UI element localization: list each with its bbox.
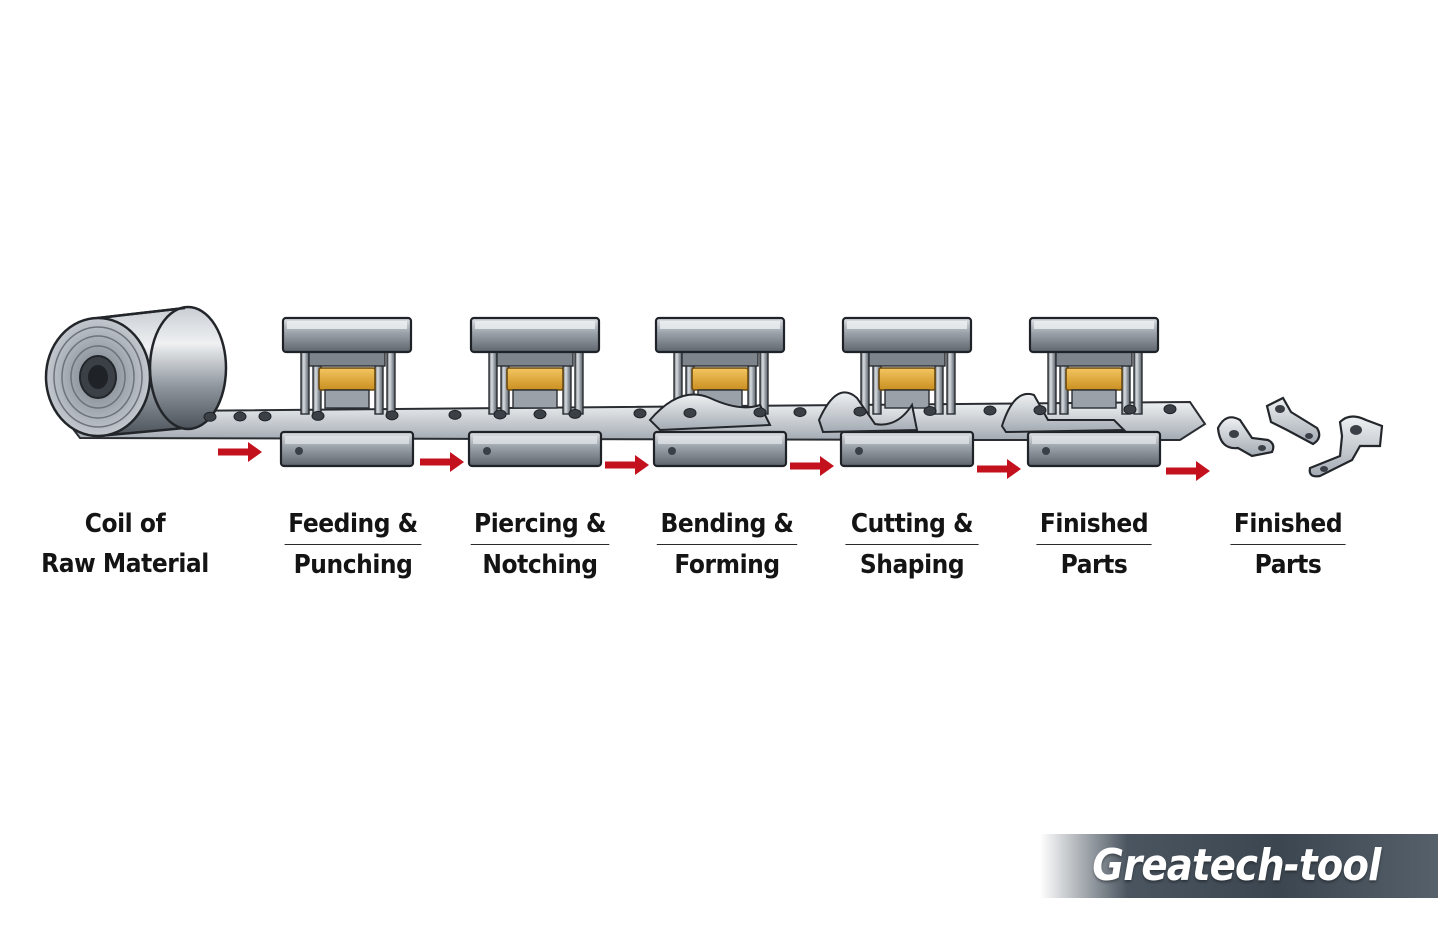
stage-label-line1: Finished	[1036, 504, 1152, 545]
bending-forming-press	[648, 316, 788, 468]
flow-arrow-6	[1166, 461, 1210, 481]
strip-hole	[1163, 404, 1177, 415]
strip-hole	[533, 409, 547, 420]
strip-hole	[923, 406, 937, 417]
feeding-punching-press	[279, 316, 415, 468]
strip-hole	[203, 411, 217, 422]
stage-label-line1: Coil of	[84, 509, 166, 539]
stage-label-line2: Parts	[1060, 550, 1128, 580]
stage-label-line1: Finished	[1230, 504, 1346, 545]
stage-label-line2: Punching	[293, 550, 413, 580]
stage-label-line1: Bending &	[656, 504, 798, 545]
stage-label-line1: Feeding &	[284, 504, 422, 545]
stage-label-finished-parts-station: Finished Parts	[1036, 504, 1152, 585]
strip-hole	[233, 411, 247, 422]
stage-label-feeding-punching: Feeding & Punching	[284, 504, 422, 585]
stage-label-cutting-shaping: Cutting & Shaping	[845, 504, 979, 585]
watermark-banner: Greatech-tool	[1040, 834, 1438, 898]
watermark-text: Greatech-tool	[1091, 840, 1381, 891]
stage-label-line2: Notching	[482, 550, 598, 580]
flow-arrow-1	[218, 442, 262, 462]
stage-label-line2: Forming	[674, 550, 780, 580]
finished-part-2	[1265, 396, 1321, 446]
coil-of-raw-material	[44, 305, 228, 438]
strip-hole	[683, 407, 697, 418]
strip-hole	[1033, 405, 1047, 416]
piercing-notching-press	[467, 316, 603, 468]
finished-part-3	[1308, 415, 1384, 478]
strip-hole	[793, 407, 807, 418]
flow-arrow-2	[420, 452, 464, 472]
strip-hole	[311, 410, 325, 421]
stage-label-line2: Parts	[1254, 550, 1322, 580]
cutting-shaping-press	[817, 316, 975, 468]
strip-hole	[493, 409, 507, 420]
stage-label-line2: Raw Material	[41, 549, 209, 579]
strip-hole	[568, 408, 582, 419]
stage-label-piercing-notching: Piercing & Notching	[470, 504, 610, 585]
stage-label-line1: Piercing &	[470, 504, 610, 545]
flow-arrow-3	[605, 455, 649, 475]
finished-part-1	[1216, 416, 1275, 458]
strip-hole	[983, 405, 997, 416]
strip-hole	[385, 410, 399, 421]
stage-label-line2: Shaping	[859, 550, 965, 580]
stage-label-line1: Cutting &	[845, 504, 979, 545]
flow-arrow-4	[790, 456, 834, 476]
strip-hole	[1123, 404, 1137, 415]
strip-hole	[853, 406, 867, 417]
stage-label-bending-forming: Bending & Forming	[656, 504, 798, 585]
strip-hole	[258, 411, 272, 422]
stage-label-finished-parts: Finished Parts	[1230, 504, 1346, 585]
strip-hole	[633, 408, 647, 419]
flow-arrow-5	[977, 459, 1021, 479]
strip-hole	[753, 407, 767, 418]
finishing-press	[1000, 316, 1162, 468]
strip-hole	[448, 409, 462, 420]
metal-strip	[57, 400, 1207, 441]
stage-label-coil: Coil of Raw Material	[40, 504, 211, 584]
